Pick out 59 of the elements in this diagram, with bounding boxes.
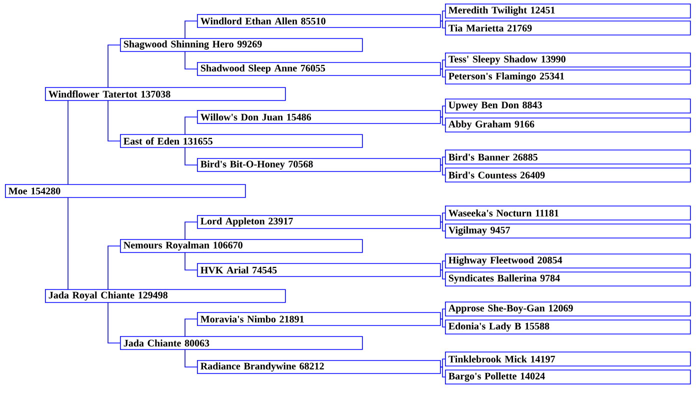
name-box: Shagwood Shinning Hero 99269: [120, 38, 363, 52]
name-box: Lord Appleton 23917: [197, 215, 441, 229]
name-box: Nemours Royalman 106670: [120, 239, 363, 253]
name-box: Edonia's Lady B 15588: [445, 320, 691, 334]
name-box: Syndicates Ballerina 9784: [445, 272, 691, 286]
name-box: Approse She-Boy-Gan 12069: [445, 302, 691, 316]
name-box: Tinklebrook Mick 14197: [445, 352, 691, 366]
connector-line: [440, 358, 446, 368]
name-box: Shadwood Sleep Anne 76055: [197, 62, 441, 76]
connector-line: [184, 222, 198, 240]
connector-line: [440, 106, 446, 118]
name-box: Vigilmay 9457: [445, 224, 691, 238]
connector-line: [184, 318, 198, 337]
connector-line: [440, 260, 446, 270]
connector-line: [108, 302, 120, 344]
connector-line: [108, 100, 120, 142]
connector-line: [440, 366, 446, 378]
connector-line: [108, 44, 120, 88]
name-box: Waseeka's Nocturn 11181: [445, 206, 691, 220]
name-box: Moe 154280: [5, 184, 246, 198]
name-box: Radiance Brandywine 68212: [197, 360, 441, 374]
connector-line: [440, 68, 446, 78]
name-box: East of Eden 131655: [120, 134, 363, 148]
name-box: Tess' Sleepy Shadow 13990: [445, 52, 691, 68]
name-box: Highway Fleetwood 20854: [445, 254, 691, 268]
name-box: Bird's Banner 26885: [445, 150, 691, 164]
name-box: Moravia's Nimbo 21891: [197, 312, 441, 326]
connector-line: [440, 308, 446, 320]
name-box: Jada Royal Chiante 129498: [45, 289, 286, 303]
connector-line: [184, 349, 198, 368]
connector-line: [184, 147, 198, 166]
name-box: Jada Chiante 80063: [120, 336, 363, 350]
connector-line: [184, 252, 198, 270]
connector-line: [440, 212, 446, 222]
connector-line: [184, 116, 198, 135]
name-box: Meredith Twilight 12451: [445, 4, 691, 18]
name-box: Peterson's Flamingo 25341: [445, 70, 691, 84]
name-box: Bird's Countess 26409: [445, 168, 691, 182]
name-box: Upwey Ben Don 8843: [445, 98, 691, 114]
connector-line: [440, 20, 446, 28]
name-box: Willow's Don Juan 15486: [197, 110, 441, 124]
connector-line: [184, 51, 198, 70]
name-box: Windflower Tatertot 137038: [45, 87, 286, 101]
name-box: HVK Arial 74545: [197, 263, 441, 277]
name-box: Tia Marietta 21769: [445, 20, 691, 36]
name-box: Windlord Ethan Allen 85510: [197, 14, 441, 28]
connector-line: [440, 270, 446, 280]
connector-line: [440, 116, 446, 126]
connector-line: [440, 318, 446, 328]
connector-line: [108, 246, 120, 290]
name-box: Bird's Bit-O-Honey 70568: [197, 158, 441, 172]
connector-line: [440, 222, 446, 232]
connector-line: [440, 156, 446, 166]
name-box: Bargo's Pollette 14024: [445, 370, 691, 384]
connector-line: [440, 164, 446, 176]
connector-line: [184, 20, 198, 39]
name-box: Abby Graham 9166: [445, 118, 691, 132]
connector-line: [440, 10, 446, 22]
connector-line: [440, 60, 446, 70]
